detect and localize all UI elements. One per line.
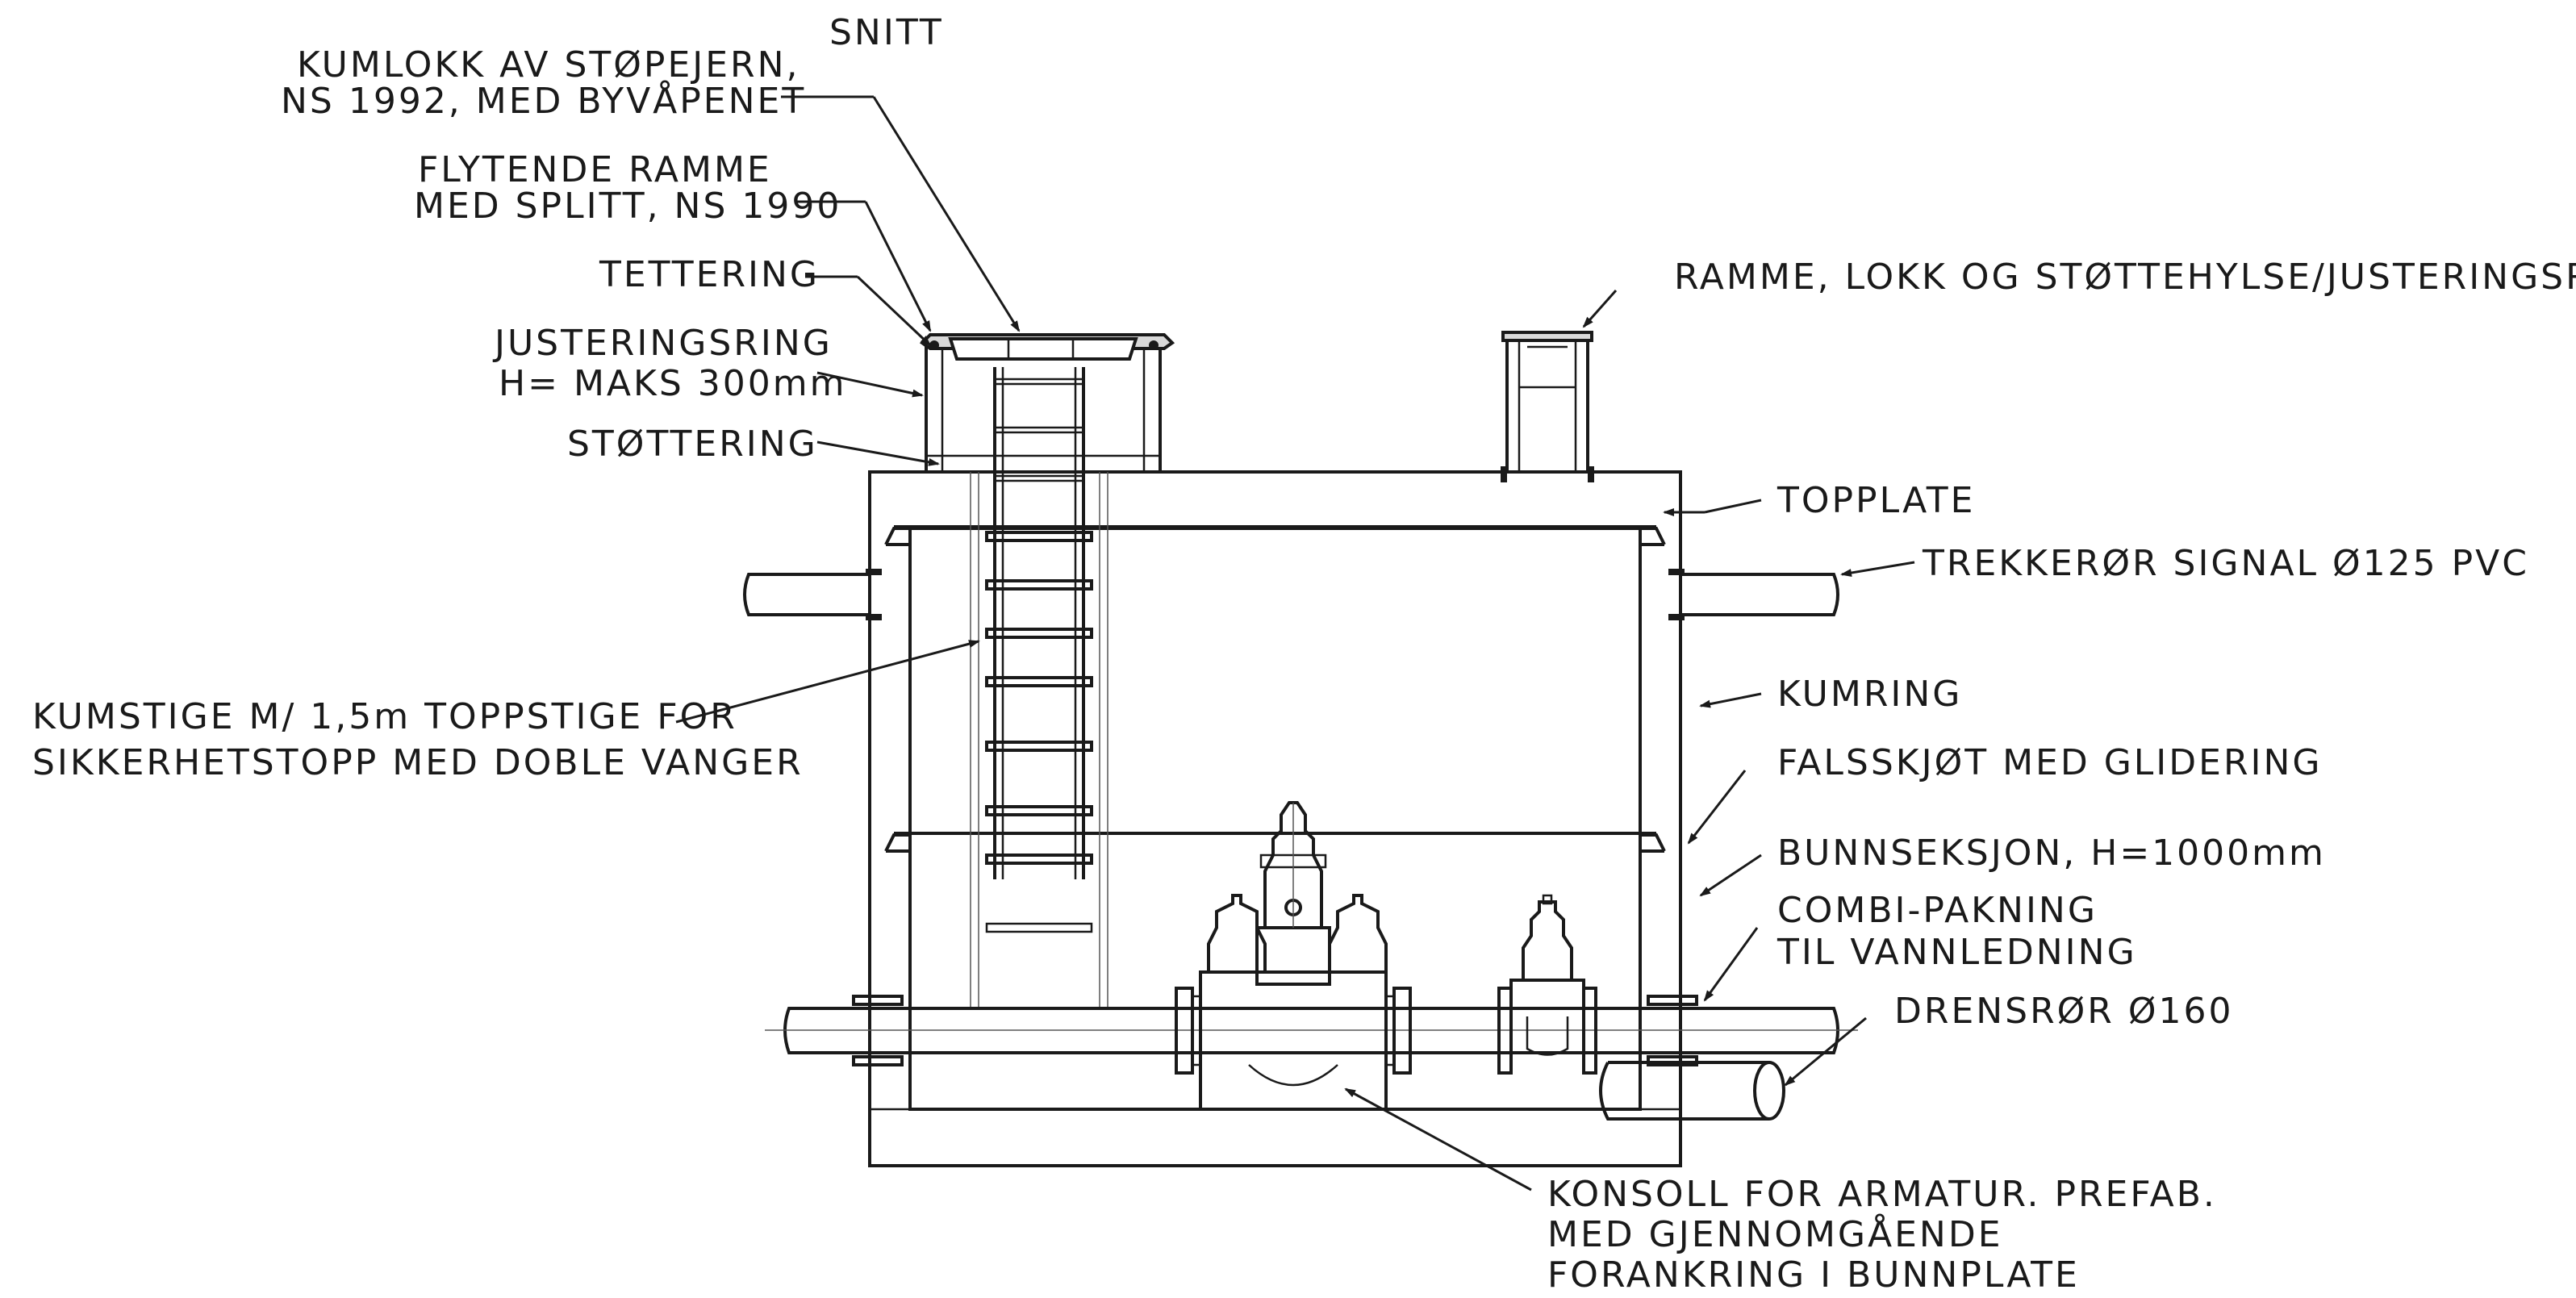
label-drensror: DRENSRØR Ø160 xyxy=(1894,991,2233,1032)
small-valve-body xyxy=(1509,979,1585,1054)
adjustment-ring xyxy=(925,345,1162,474)
seal-ring-left xyxy=(929,340,939,350)
leader-ramme xyxy=(864,201,932,332)
label-stottering: STØTTERING xyxy=(567,424,818,465)
valve-assembly xyxy=(1175,801,1597,1111)
label-ramme-lokk: RAMME, LOKK OG STØTTEHYLSE/JUSTERINGSRIN… xyxy=(1674,257,2576,298)
signal-pipe-right xyxy=(1680,573,1839,616)
label-justering-1: JUSTERINGSRING xyxy=(492,323,833,364)
sleeve-bolt-l xyxy=(1501,466,1507,482)
leader-topplate xyxy=(1704,499,1762,514)
label-konsoll-2: MED GJENNOMGÅENDE xyxy=(1547,1212,2003,1255)
ladder-rung xyxy=(993,426,1085,434)
label-konsoll-1: KONSOLL FOR ARMATUR. PREFAB. xyxy=(1547,1174,2217,1215)
drawing-title: SNITT xyxy=(829,12,944,53)
drain-pipe-end xyxy=(1753,1061,1785,1121)
small-valve-stem xyxy=(1542,894,1553,905)
valve-bonnet-right xyxy=(1328,894,1388,972)
leaders xyxy=(675,95,1915,1192)
label-falsskjot: FALSSKJØT MED GLIDERING xyxy=(1777,742,2323,783)
ladder-rung xyxy=(985,805,1093,816)
label-kumstige-2: SIKKERHETSTOPP MED DOBLE VANGER xyxy=(32,742,804,783)
manhole-structure xyxy=(868,470,1682,1167)
leader-falsskjot xyxy=(1687,770,1747,845)
label-kumstige-1: KUMSTIGE M/ 1,5m TOPPSTIGE FOR xyxy=(32,696,737,737)
ladder-rung xyxy=(985,741,1093,752)
label-ramme-1: FLYTENDE RAMME xyxy=(418,149,772,190)
leader-ramme-lokk xyxy=(1582,290,1618,328)
cover-assembly xyxy=(919,333,1175,474)
label-combi-2: TIL VANNLEDNING xyxy=(1776,932,2137,973)
label-bunnseksjon: BUNNSEKSJON, H=1000mm xyxy=(1777,833,2326,874)
label-tettering: TETTERING xyxy=(599,254,820,295)
label-kumlokk-1: KUMLOKK AV STØPEJERN, xyxy=(297,44,800,86)
leader-combi xyxy=(1703,927,1759,1002)
drain-pipe-body xyxy=(1599,1062,1769,1121)
ladder-rung xyxy=(985,854,1093,865)
leader-trekkeror xyxy=(1840,561,1915,577)
ladder-rung xyxy=(993,474,1085,482)
leader-kumstige xyxy=(675,640,980,724)
sleeve-bolt-r xyxy=(1588,466,1594,482)
tee-body xyxy=(1199,970,1388,1111)
label-kumring: KUMRING xyxy=(1777,674,1962,715)
gate-valve-body xyxy=(1255,926,1331,986)
leader-tettering xyxy=(856,275,932,347)
tee-bottom-arc xyxy=(1248,1064,1338,1087)
inner-cavity xyxy=(908,527,1642,1111)
drain-pipe xyxy=(1599,1061,1785,1121)
seal-ring-right xyxy=(1149,340,1159,350)
ladder-rung xyxy=(985,676,1093,687)
label-kumlokk-2: NS 1992, MED BYVÅPENET xyxy=(281,79,806,122)
ladder-rung xyxy=(985,579,1093,591)
leader-kumlokk xyxy=(872,96,1021,332)
pipe-seal-ul xyxy=(866,569,882,575)
sleeve-lid xyxy=(1501,331,1593,342)
leader-kumring xyxy=(1699,692,1762,708)
outer-wall xyxy=(868,470,1682,1167)
cast-iron-lid xyxy=(948,337,1138,361)
labels: SNITT KUMLOKK AV STØPEJERN, NS 1992, MED… xyxy=(32,12,2576,1296)
label-justering-2: H= MAKS 300mm xyxy=(499,363,846,404)
ladder-rung xyxy=(985,628,1093,639)
ladder-rung xyxy=(993,378,1085,386)
signal-pipes xyxy=(743,569,1839,620)
leader-justering xyxy=(816,371,924,398)
leader-konsoll xyxy=(1344,1087,1532,1192)
label-combi-1: COMBI-PAKNING xyxy=(1777,890,2098,931)
signal-pipe-left xyxy=(743,573,870,616)
combi-seal-left xyxy=(852,995,904,1066)
label-trekkeror: TREKKERØR SIGNAL Ø125 PVC xyxy=(1922,543,2529,584)
small-valve-top xyxy=(1522,900,1573,980)
label-konsoll-3: FORANKRING I BUNNPLATE xyxy=(1547,1254,2080,1296)
pipe-seal-lr xyxy=(1668,614,1685,620)
pipe-seal-ur xyxy=(1668,569,1685,575)
label-ramme-2: MED SPLITT, NS 1990 xyxy=(414,186,841,227)
leader-stottering xyxy=(816,440,940,466)
ladder-rung xyxy=(985,922,1093,933)
small-valve-bowl xyxy=(1526,1016,1569,1056)
water-main xyxy=(765,995,1858,1066)
ladder xyxy=(970,367,1108,1008)
label-topplate: TOPPLATE xyxy=(1776,480,1975,521)
spindle-access xyxy=(1501,331,1594,482)
ladder-rung xyxy=(985,531,1093,542)
pipe-seal-ll xyxy=(866,614,882,620)
leader-drensror xyxy=(1784,1016,1867,1087)
leader-bunnseksjon xyxy=(1699,854,1762,897)
